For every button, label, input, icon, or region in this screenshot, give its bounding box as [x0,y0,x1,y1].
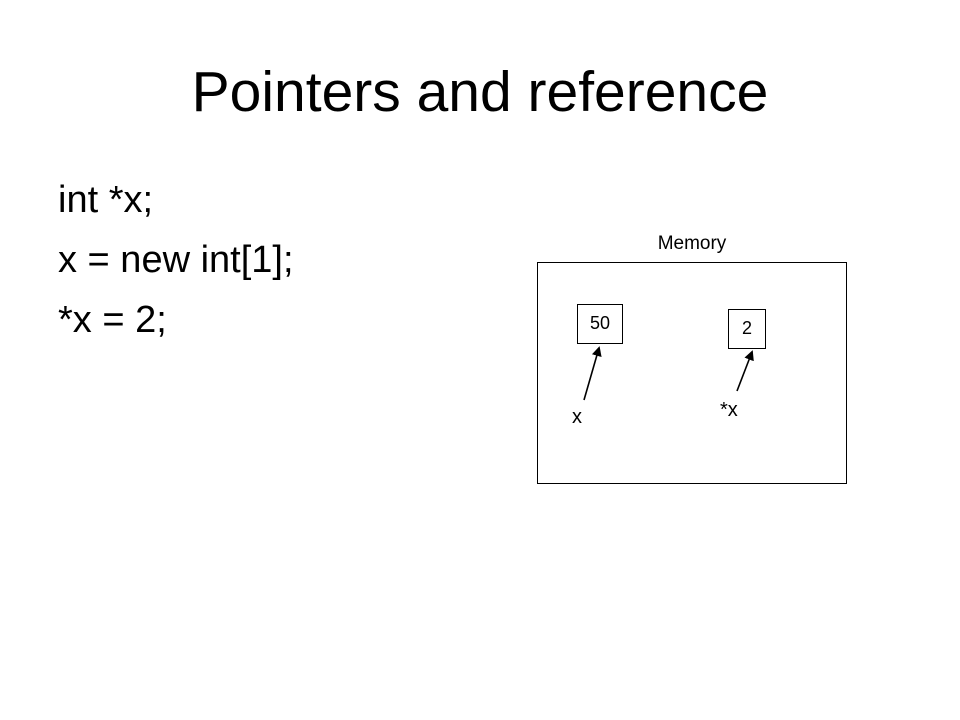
code-line-allocation: x = new int[1]; [58,239,294,281]
dereference-label: *x [720,399,738,421]
code-line-assignment: *x = 2; [58,299,167,341]
code-listing: int *x; x = new int[1]; *x = 2; [58,170,294,350]
data-cell: 2 [728,309,766,349]
pointer-variable-label: x [572,406,582,428]
memory-region [537,262,847,484]
slide-title: Pointers and reference [191,60,769,124]
code-line-declaration: int *x; [58,179,154,221]
pointer-cell: 50 [577,304,623,344]
memory-label: Memory [657,233,727,254]
